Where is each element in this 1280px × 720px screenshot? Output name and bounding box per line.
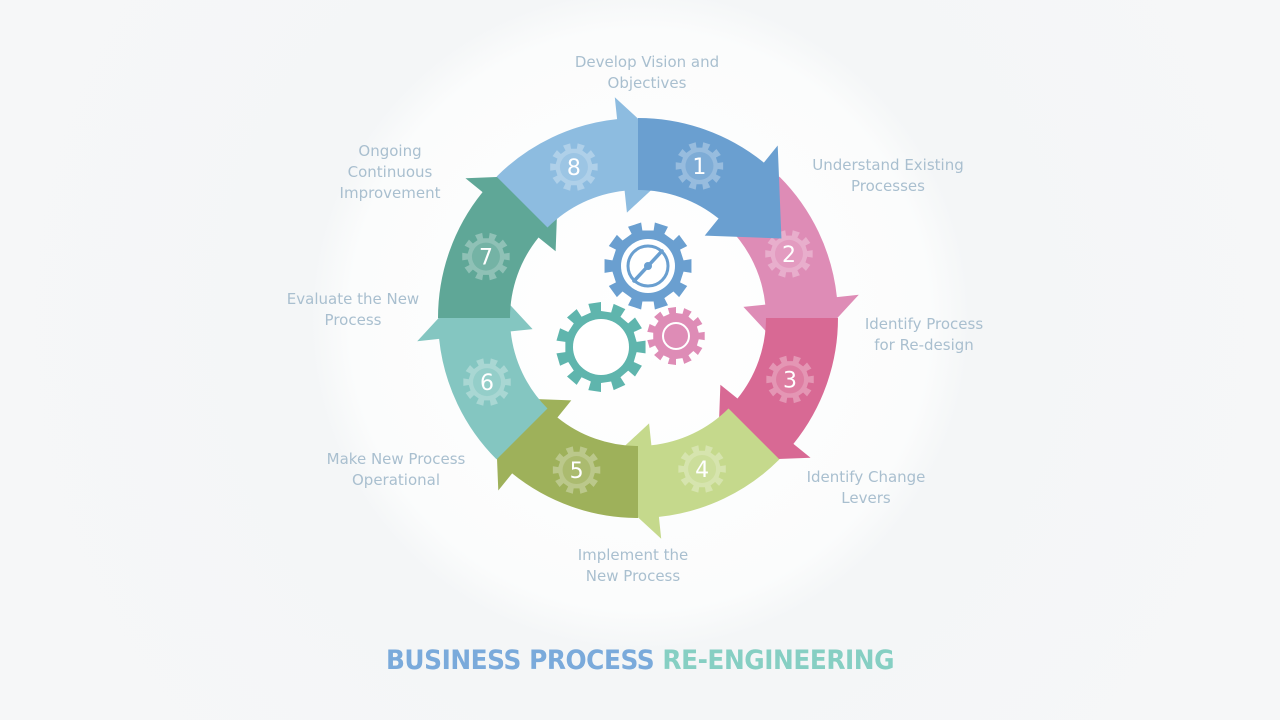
step-arrow-4: 4 [592,408,780,539]
step-label-3: Identify Process for Re-design [864,315,984,354]
diagram-title: BUSINESS PROCESS RE-ENGINEERING [51,645,1229,676]
gear-icon [765,230,813,278]
step-number-1: 1 [692,155,706,180]
title-part-re-engineering: RE-ENGINEERING [662,645,895,676]
step-arrow-8: 8 [496,97,684,228]
step-number-5: 5 [570,459,584,484]
gear-icon [462,232,510,281]
step-label-6: Make New Process Operational [326,450,466,489]
step-arrow-5: 5 [494,397,638,518]
gauge-gear-icon [604,222,692,310]
ring-gear-icon [647,307,705,365]
arrow-shape-3 [717,318,838,462]
step-label-1: Develop Vision and Objectives [574,53,720,92]
step-label-8: Ongoing Continuous Improvement [339,142,441,202]
arrow-shape-7 [438,174,559,318]
arrow-shape-6 [417,272,548,460]
step-arrow-7: 7 [438,174,559,318]
step-label-4: Identify Change Levers [806,468,926,507]
step-label-2: Understand Existing Processes [812,156,964,195]
gear-icon [463,358,511,406]
step-label-5: Implement the New Process [577,546,689,585]
step-arrow-6: 6 [417,272,548,460]
step-arrow-1: 1 [638,118,782,239]
gear-icon [552,446,601,494]
gear-icon [678,445,726,493]
gear-icon [550,143,598,191]
step-label-7: Evaluate the New Process [286,290,420,329]
step-number-3: 3 [783,368,797,393]
arrow-shape-5 [494,397,638,518]
gear-icon [766,355,814,404]
step-number-7: 7 [479,246,493,271]
arrow-shape-8 [496,97,684,228]
large-gear-icon [556,302,646,392]
arrow-shape-4 [592,408,780,539]
step-number-2: 2 [782,243,796,268]
cycle-arrows: 2 3 4 5 6 7 8 1 [417,97,859,539]
step-number-6: 6 [480,371,494,396]
arrow-shape-1 [638,118,782,239]
step-number-8: 8 [567,156,581,181]
step-number-4: 4 [695,458,709,483]
title-part-business-process: BUSINESS PROCESS [385,645,655,676]
gear-icon [675,142,724,190]
step-arrow-3: 3 [717,318,838,462]
center-gears [556,222,705,392]
